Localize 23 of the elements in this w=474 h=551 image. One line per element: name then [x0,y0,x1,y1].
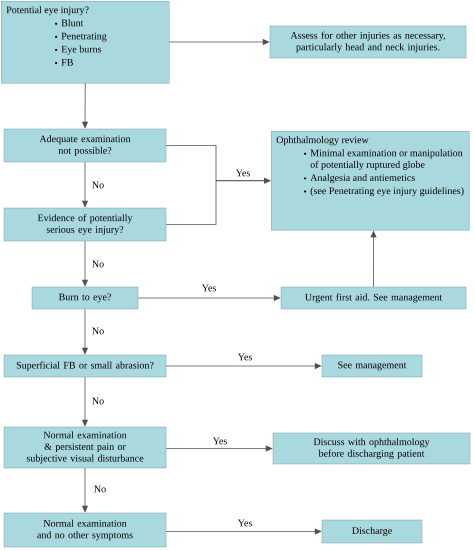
question-box: Adequate examination not possible? [4,128,166,162]
edge-label: Yes [212,436,228,446]
action-box: Urgent first aid. See management [280,286,466,310]
question-box: Normal examination & persistent pain or subjective visual disturbance [4,426,166,468]
action-box: See management [322,354,422,378]
edge-label: No [92,484,108,494]
question-box: Potential eye injury? Blunt Penetrating Eye burns FB [1,1,170,84]
edge-label: Yes [236,518,254,528]
action-box: Discharge [322,520,422,544]
edge-label: No [90,396,106,406]
question-box: Evidence of potentially serious eye injury? [4,208,166,242]
edge-label: No [90,260,106,268]
action-box: Discuss with ophthalmology before discharging patient [272,432,470,464]
edge-label: Yes [234,168,252,178]
edge-label: Yes [236,352,254,362]
question-box: Superficial FB or small abrasion? [4,354,166,378]
edge-label: No [90,180,106,190]
action-box: Ophthalmology review Minimal examination or manipulation of potentially ruptured globe Analgesia and antiemetics (see Penetrating eye injury guidelines) [271,131,470,230]
action-box: Assess for other injuries as necessary, particularly head and neck injuries. [270,26,466,58]
question-box: Normal examination and no other symptoms [4,512,166,548]
question-box: Burn to eye? [32,286,138,310]
edge-label: No [90,326,106,336]
edge-label: Yes [200,284,218,292]
